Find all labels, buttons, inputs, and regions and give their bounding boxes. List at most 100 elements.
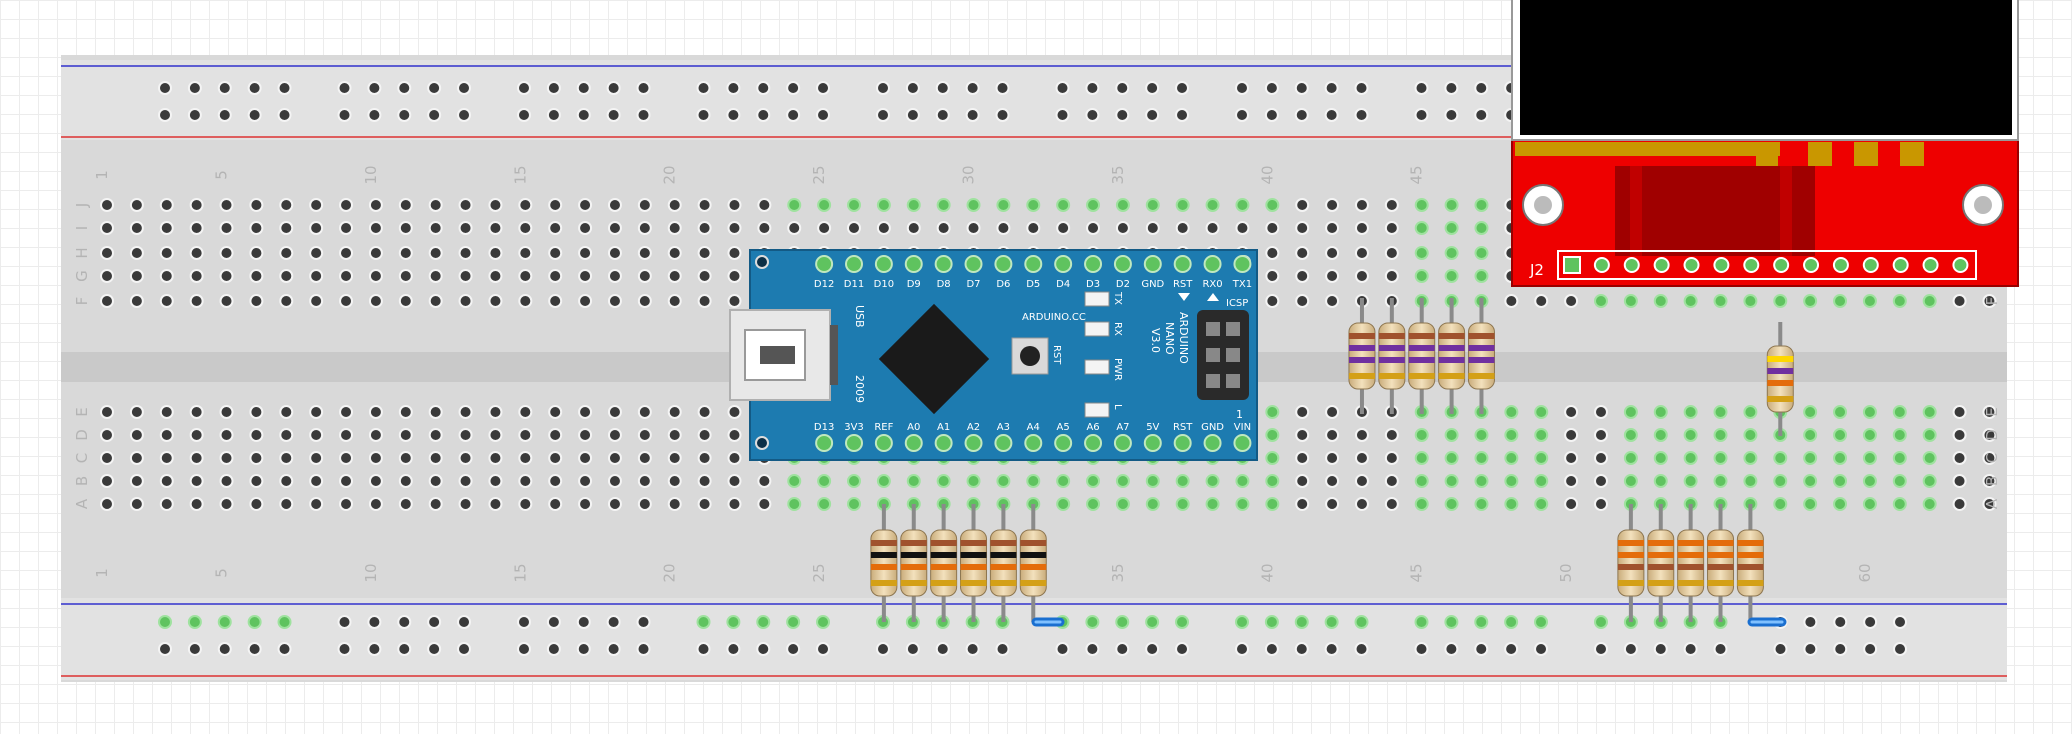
- breadboard-hole: [606, 615, 621, 629]
- breadboard-hole: [1743, 474, 1758, 488]
- display-stripe: [1780, 166, 1792, 256]
- breadboard-hole: [1444, 615, 1459, 629]
- breadboard-hole: [1922, 497, 1937, 511]
- resistor: [1647, 504, 1675, 622]
- arduino-pin-label: D3: [1086, 279, 1100, 290]
- breadboard-hole: [1324, 108, 1339, 122]
- breadboard-hole: [1264, 615, 1279, 629]
- breadboard-hole: [398, 428, 413, 442]
- breadboard-hole: [876, 642, 890, 656]
- breadboard-hole: [697, 269, 712, 283]
- breadboard-hole: [1534, 451, 1549, 465]
- breadboard-hole: [1294, 615, 1309, 629]
- breadboard-hole: [1504, 294, 1519, 308]
- breadboard-hole: [337, 81, 352, 95]
- breadboard-hole: [279, 221, 294, 235]
- breadboard-hole: [816, 615, 831, 629]
- breadboard-hole: [1893, 615, 1908, 629]
- column-number: 5: [213, 568, 231, 578]
- breadboard-hole: [339, 294, 354, 308]
- breadboard-hole: [159, 451, 174, 465]
- breadboard-hole: [279, 497, 294, 511]
- breadboard-hole: [1384, 198, 1399, 212]
- breadboard-hole: [636, 642, 651, 656]
- breadboard-hole: [607, 269, 622, 283]
- breadboard-hole: [667, 246, 682, 260]
- breadboard-hole: [1713, 428, 1728, 442]
- breadboard-hole: [1354, 428, 1369, 442]
- arduino-pin-label: A0: [907, 422, 920, 433]
- breadboard-hole: [1833, 474, 1848, 488]
- breadboard-hole: [279, 451, 294, 465]
- breadboard-hole: [1145, 198, 1160, 212]
- breadboard-hole: [697, 198, 712, 212]
- breadboard-hole: [159, 428, 174, 442]
- breadboard-hole: [517, 108, 531, 122]
- breadboard-hole: [518, 269, 533, 283]
- breadboard-hole: [606, 108, 621, 122]
- breadboard-hole: [488, 294, 503, 308]
- breadboard-hole: [1713, 451, 1728, 465]
- breadboard-hole: [1086, 221, 1101, 235]
- breadboard-hole: [1623, 474, 1638, 488]
- breadboard-hole: [339, 405, 354, 419]
- breadboard-hole: [1115, 108, 1130, 122]
- breadboard-hole: [1803, 642, 1818, 656]
- arduino-pin-top: [1203, 255, 1222, 273]
- breadboard-hole: [189, 497, 204, 511]
- arduino-pin-label: D12: [814, 279, 834, 290]
- breadboard-hole: [398, 405, 413, 419]
- display-header-pin: [1892, 257, 1909, 273]
- breadboard-hole: [428, 246, 443, 260]
- breadboard-hole: [1235, 497, 1250, 511]
- arduino-pin-bottom: [994, 434, 1013, 452]
- arduino-pin-bottom: [934, 434, 953, 452]
- breadboard-hole: [1325, 246, 1340, 260]
- breadboard-hole: [1325, 294, 1340, 308]
- breadboard-hole: [219, 497, 234, 511]
- breadboard-hole: [546, 615, 561, 629]
- breadboard-hole: [368, 497, 383, 511]
- arduino-pin-top: [1084, 255, 1103, 273]
- usb-label: USB: [853, 305, 866, 328]
- solder-pad: [1900, 142, 1924, 166]
- led-l: [1084, 402, 1110, 418]
- breadboard-hole: [1833, 405, 1848, 419]
- breadboard-hole: [1354, 108, 1369, 122]
- breadboard-hole: [1504, 451, 1519, 465]
- breadboard-hole: [189, 246, 204, 260]
- breadboard-hole: [696, 642, 711, 656]
- arduino-pin-top: [964, 255, 983, 273]
- breadboard-hole: [427, 615, 442, 629]
- breadboard-hole: [1325, 269, 1340, 283]
- breadboard-hole: [219, 428, 234, 442]
- breadboard-hole: [398, 269, 413, 283]
- breadboard-hole: [488, 269, 503, 283]
- breadboard-hole: [1474, 198, 1489, 212]
- breadboard-hole: [1564, 451, 1579, 465]
- breadboard-hole: [906, 198, 921, 212]
- breadboard-hole: [1145, 497, 1160, 511]
- breadboard-hole: [339, 269, 354, 283]
- breadboard-hole: [309, 451, 324, 465]
- tft-display-module: J2: [1511, 0, 2019, 287]
- breadboard-hole: [1982, 428, 1997, 442]
- breadboard-hole: [277, 108, 292, 122]
- breadboard-hole: [279, 428, 294, 442]
- breadboard-hole: [1833, 428, 1848, 442]
- display-header-pin: [1773, 257, 1790, 273]
- breadboard-hole: [727, 428, 742, 442]
- arduino-pin-top: [1113, 255, 1132, 273]
- breadboard-hole: [876, 108, 890, 122]
- breadboard-hole: [1773, 451, 1788, 465]
- breadboard-hole: [726, 615, 741, 629]
- breadboard-hole: [1175, 497, 1190, 511]
- breadboard-hole: [368, 198, 383, 212]
- breadboard-hole: [159, 294, 174, 308]
- arduino-pin-label: 3V3: [844, 422, 864, 433]
- breadboard-hole: [1056, 221, 1071, 235]
- breadboard-hole: [398, 497, 413, 511]
- rx-arrow: [1207, 293, 1219, 301]
- breadboard-hole: [458, 497, 473, 511]
- breadboard-hole: [219, 221, 234, 235]
